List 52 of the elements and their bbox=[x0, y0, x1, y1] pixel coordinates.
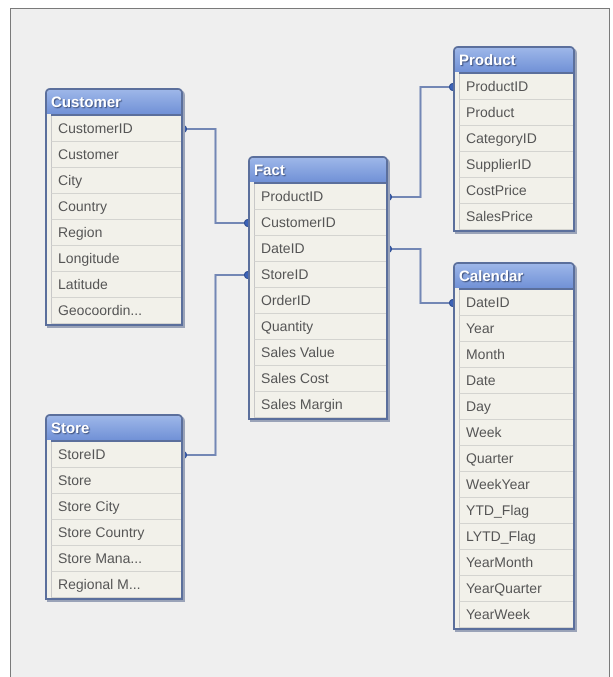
table-title: Customer bbox=[51, 94, 122, 110]
field-row: Store City bbox=[51, 494, 181, 520]
field-row: Customer bbox=[51, 142, 181, 168]
field-row: YearWeek bbox=[459, 602, 573, 628]
field-row: OrderID bbox=[254, 288, 386, 314]
table-card bbox=[453, 262, 575, 630]
table-card bbox=[45, 88, 183, 326]
field-row: Region bbox=[51, 220, 181, 246]
field-row: DateID bbox=[254, 236, 386, 262]
field-row: Sales Cost bbox=[254, 366, 386, 392]
table-card bbox=[248, 156, 388, 420]
field-row: Latitude bbox=[51, 272, 181, 298]
field-row: Quarter bbox=[459, 446, 573, 472]
field-row: DateID bbox=[459, 290, 573, 316]
field-row: Product bbox=[459, 100, 573, 126]
field-row: Geocoordin... bbox=[51, 298, 181, 324]
field-row: Store Country bbox=[51, 520, 181, 546]
table-card bbox=[45, 414, 183, 600]
field-row: SupplierID bbox=[459, 152, 573, 178]
table-title: Calendar bbox=[459, 268, 524, 284]
field-row: StoreID bbox=[254, 262, 386, 288]
field-row: Store bbox=[51, 468, 181, 494]
field-row: City bbox=[51, 168, 181, 194]
field-row: Longitude bbox=[51, 246, 181, 272]
field-row: Sales Value bbox=[254, 340, 386, 366]
field-row: Quantity bbox=[254, 314, 386, 340]
field-row: CustomerID bbox=[254, 210, 386, 236]
field-row: CategoryID bbox=[459, 126, 573, 152]
table-title: Store bbox=[51, 420, 90, 436]
table-title: Product bbox=[459, 52, 516, 68]
field-row: Store Mana... bbox=[51, 546, 181, 572]
field-row: YearMonth bbox=[459, 550, 573, 576]
field-row: LYTD_Flag bbox=[459, 524, 573, 550]
field-row: Year bbox=[459, 316, 573, 342]
field-row: YearQuarter bbox=[459, 576, 573, 602]
field-row: Regional M... bbox=[51, 572, 181, 598]
field-row: Month bbox=[459, 342, 573, 368]
field-row: WeekYear bbox=[459, 472, 573, 498]
field-row: ProductID bbox=[254, 184, 386, 210]
field-row: Sales Margin bbox=[254, 392, 386, 418]
table-title: Fact bbox=[254, 162, 285, 178]
field-row: Date bbox=[459, 368, 573, 394]
field-row: StoreID bbox=[51, 442, 181, 468]
field-row: CostPrice bbox=[459, 178, 573, 204]
table-card bbox=[453, 46, 575, 232]
field-row: YTD_Flag bbox=[459, 498, 573, 524]
field-row: Day bbox=[459, 394, 573, 420]
field-row: Week bbox=[459, 420, 573, 446]
field-row: CustomerID bbox=[51, 116, 181, 142]
field-row: ProductID bbox=[459, 74, 573, 100]
field-row: Country bbox=[51, 194, 181, 220]
field-row: SalesPrice bbox=[459, 204, 573, 230]
